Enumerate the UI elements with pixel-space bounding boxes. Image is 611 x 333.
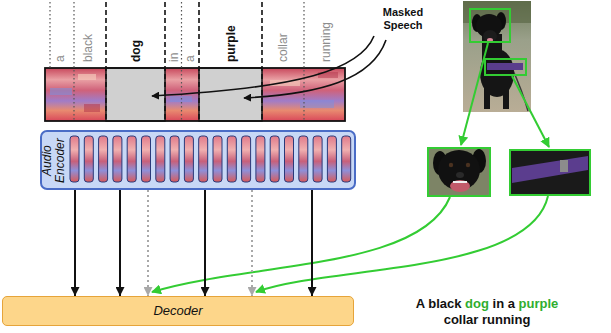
spectrogram-patch <box>270 80 300 86</box>
collar-buckle <box>560 160 568 172</box>
feature-bar <box>127 136 136 182</box>
output-text: collar running <box>444 312 531 328</box>
masked-token-arrow <box>251 190 253 296</box>
crop-arrow <box>512 76 549 147</box>
collar-band <box>512 156 588 183</box>
output-text: in a <box>493 296 515 312</box>
output-text: A black <box>416 296 462 312</box>
crop-frame <box>428 148 490 196</box>
spectrogram-segment <box>45 68 106 121</box>
boundary-dashed <box>164 2 166 121</box>
feature-bar <box>242 136 251 182</box>
output-grounded-word: purple <box>519 296 559 312</box>
feature-bar <box>299 136 308 182</box>
leader-arrow <box>152 36 374 96</box>
word-label: a <box>184 55 197 62</box>
dog-nose <box>456 172 464 178</box>
spectrogram-patch <box>50 88 72 95</box>
feature-bar <box>227 136 236 182</box>
boundary-dotted <box>73 2 74 121</box>
boundary-dashed <box>105 2 107 121</box>
feature-bar <box>213 136 222 182</box>
feature-bar <box>285 136 294 182</box>
masked-token-arrow <box>147 190 149 296</box>
feature-bar <box>170 136 179 182</box>
rotated-box-label: Audio Encoder <box>41 135 66 185</box>
crop-arrows <box>461 43 549 147</box>
boundary-dotted <box>181 2 182 121</box>
feature-bar <box>70 136 79 182</box>
token-arrow <box>119 190 121 296</box>
feature-bar <box>270 136 279 182</box>
boundary-dashed <box>261 2 263 121</box>
callout-label: Masked Speech <box>370 6 436 32</box>
spectrogram <box>45 68 345 121</box>
feature-bar <box>142 136 151 182</box>
word-label: running <box>320 22 333 62</box>
encoder-box: Audio Encoder <box>40 130 356 190</box>
token-arrow <box>311 190 313 296</box>
boundary-dashed <box>198 2 200 121</box>
masked-word-label: purple <box>225 25 238 62</box>
crop-frame <box>510 150 590 195</box>
masked-speech-arrows <box>152 36 386 98</box>
feature-bar <box>84 136 93 182</box>
word-label: collar <box>277 33 290 62</box>
feature-bar <box>199 136 208 182</box>
feature-bar <box>113 136 122 182</box>
word-label: black <box>82 34 95 62</box>
masked-region <box>199 68 262 121</box>
feature-bar <box>313 136 322 182</box>
feature-bar <box>327 136 336 182</box>
word-label: a <box>54 55 67 62</box>
token-arrow <box>74 190 76 296</box>
output-grounded-word: dog <box>465 296 489 312</box>
dog-leg <box>503 90 509 109</box>
spectrogram-patch <box>78 74 96 80</box>
token-arrow <box>204 190 206 296</box>
feature-bar <box>184 136 193 182</box>
boundary-dotted <box>303 2 304 121</box>
dog-mouth <box>450 180 470 192</box>
masked-word-label: dog <box>130 40 143 62</box>
encoder-feature-bars <box>42 132 354 186</box>
dog-leg <box>484 88 490 109</box>
dog-snout <box>483 30 497 42</box>
grounding-box <box>470 9 510 42</box>
feature-arrow <box>256 196 548 292</box>
dog-collar <box>487 63 523 70</box>
feature-bar <box>342 136 351 182</box>
boundary-dotted <box>49 2 50 68</box>
face-crop <box>428 148 490 196</box>
box-label: Decoder <box>153 304 202 318</box>
word-boundaries <box>50 2 304 121</box>
feature-bar <box>156 136 165 182</box>
collar-crop <box>510 150 590 195</box>
decoder-box: Decoder <box>2 296 354 326</box>
visual-feature-arrows <box>152 196 548 292</box>
dog-eye <box>449 163 453 167</box>
spectrogram-outline <box>45 68 345 121</box>
feature-arrow <box>152 197 450 292</box>
crop-arrow <box>461 43 488 145</box>
leader-arrow <box>244 40 386 98</box>
spectrogram-patch <box>84 104 100 112</box>
dog-eye <box>466 163 470 167</box>
masked-region <box>106 68 165 121</box>
grounding-box <box>485 59 526 75</box>
feature-bar <box>256 136 265 182</box>
word-label: in <box>168 53 181 62</box>
output-caption: A blackdogin apurplecollar running <box>392 296 582 328</box>
feature-bar <box>99 136 108 182</box>
spectrogram-patch <box>300 100 334 108</box>
dog-teeth <box>453 181 467 183</box>
